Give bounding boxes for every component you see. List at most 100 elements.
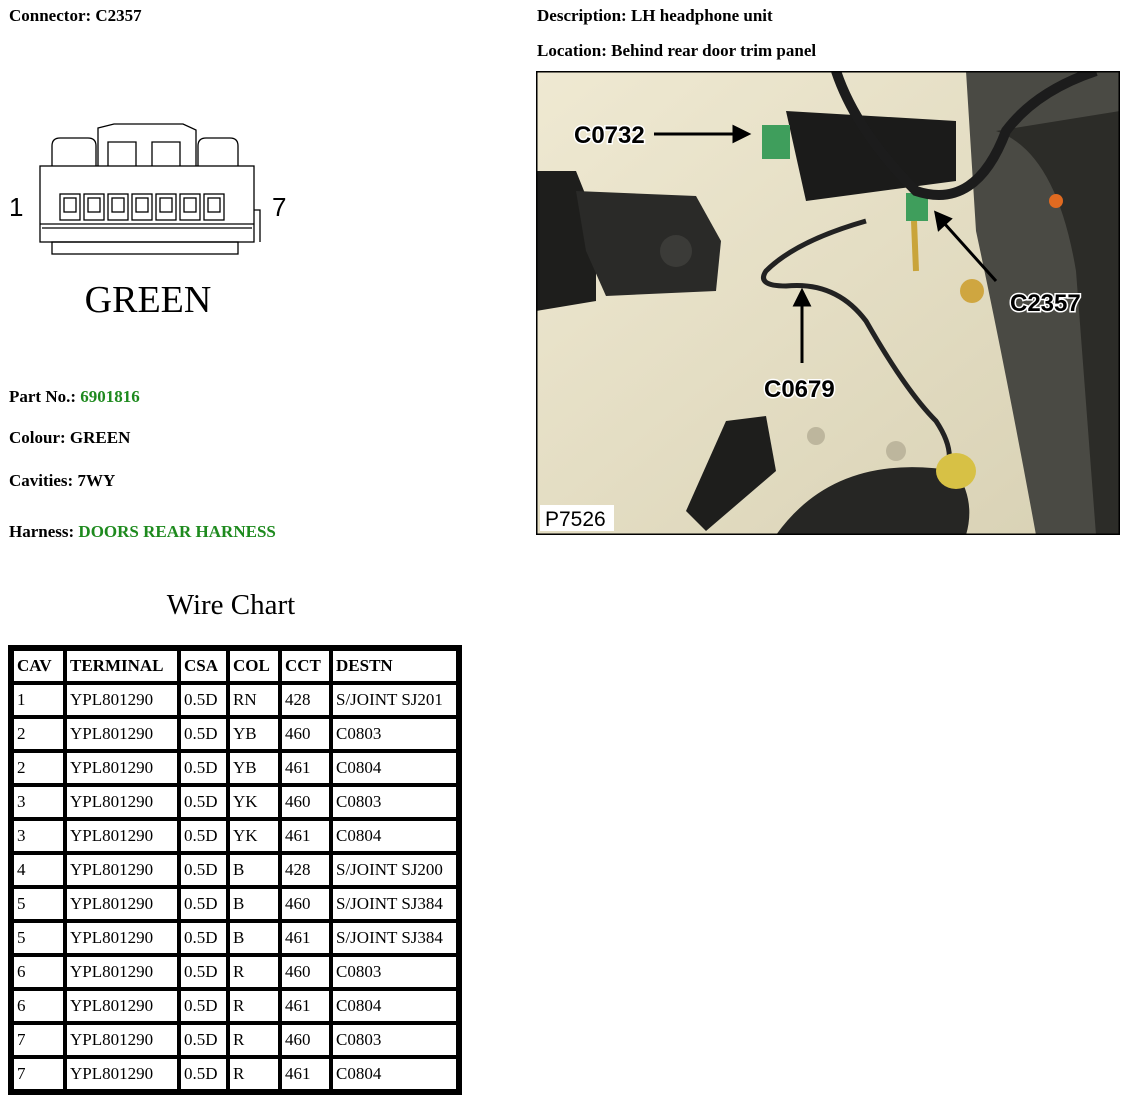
location-field: Location: Behind rear door trim panel [537,41,816,61]
cell-terminal: YPL801290 [65,1023,179,1057]
cell-terminal: YPL801290 [65,989,179,1023]
cell-cav: 3 [12,785,65,819]
cell-csa: 0.5D [179,1057,228,1091]
description-value: LH headphone unit [630,6,773,25]
colour-label: Colour: [9,428,66,447]
part-no-value: 6901816 [80,387,140,406]
cell-destn: C0804 [331,989,458,1023]
cell-csa: 0.5D [179,751,228,785]
cell-destn: C0803 [331,785,458,819]
cell-destn: C0804 [331,751,458,785]
harness-value: DOORS REAR HARNESS [78,522,276,541]
cell-cav: 2 [12,751,65,785]
cell-cct: 461 [280,989,331,1023]
col-header-csa: CSA [179,649,228,683]
cell-terminal: YPL801290 [65,717,179,751]
cell-col: R [228,955,280,989]
cell-destn: C0804 [331,1057,458,1091]
cell-col: B [228,853,280,887]
cell-cav: 3 [12,819,65,853]
cell-col: R [228,1057,280,1091]
cell-terminal: YPL801290 [65,751,179,785]
cavities-label: Cavities: [9,471,74,490]
connector-location-photo: C0732 C2357 C0679 P7526 [536,71,1120,535]
wire-chart-title: Wire Chart [166,589,296,621]
cell-cct: 428 [280,853,331,887]
cell-col: RN [228,683,280,717]
col-header-col: COL [228,649,280,683]
photo-id-label: P7526 [545,508,606,531]
connector-label: Connector: [9,6,92,25]
cell-col: R [228,1023,280,1057]
orange-clip-icon [1049,194,1063,208]
cavities-value: 7WY [77,471,116,490]
cell-destn: C0803 [331,1023,458,1057]
cell-cct: 461 [280,921,331,955]
cell-cct: 460 [280,887,331,921]
cell-terminal: YPL801290 [65,683,179,717]
cell-col: YK [228,819,280,853]
cell-csa: 0.5D [179,887,228,921]
cell-destn: C0803 [331,717,458,751]
cell-csa: 0.5D [179,717,228,751]
cell-cav: 6 [12,989,65,1023]
cell-csa: 0.5D [179,819,228,853]
cell-col: YK [228,785,280,819]
cell-csa: 0.5D [179,1023,228,1057]
location-value: Behind rear door trim panel [611,41,817,60]
cell-cct: 461 [280,1057,331,1091]
cell-cav: 5 [12,887,65,921]
cell-terminal: YPL801290 [65,819,179,853]
cell-col: R [228,989,280,1023]
cell-cct: 460 [280,1023,331,1057]
col-header-cav: CAV [12,649,65,683]
cell-terminal: YPL801290 [65,887,179,921]
colour-field: Colour: GREEN [9,428,130,448]
cell-csa: 0.5D [179,853,228,887]
colour-value: GREEN [69,428,131,447]
cell-csa: 0.5D [179,921,228,955]
cell-cct: 461 [280,819,331,853]
cell-cct: 461 [280,751,331,785]
cell-csa: 0.5D [179,785,228,819]
connector-field: Connector: C2357 [9,6,142,26]
description-field: Description: LH headphone unit [537,6,773,26]
cell-col: YB [228,751,280,785]
cell-cct: 460 [280,717,331,751]
cell-cct: 428 [280,683,331,717]
cell-terminal: YPL801290 [65,921,179,955]
cell-terminal: YPL801290 [65,955,179,989]
cell-cav: 5 [12,921,65,955]
cell-destn: S/JOINT SJ201 [331,683,458,717]
pin-1-label: 1 [9,192,23,222]
cell-col: B [228,921,280,955]
harness-label: Harness: [9,522,75,541]
cell-cav: 7 [12,1057,65,1091]
cell-destn: S/JOINT SJ384 [331,887,458,921]
cell-csa: 0.5D [179,989,228,1023]
col-header-destn: DESTN [331,649,458,683]
part-no-label: Part No.: [9,387,77,406]
part-no-field: Part No.: 6901816 [9,387,140,407]
cell-destn: C0804 [331,819,458,853]
cell-terminal: YPL801290 [65,853,179,887]
callout-c2357: C2357 [1010,290,1081,317]
cavities-field: Cavities: 7WY [9,471,115,491]
connector-face-diagram: 1 7 GREEN [9,123,286,321]
cell-col: YB [228,717,280,751]
connector-c2357-icon [906,193,928,221]
cell-col: B [228,887,280,921]
connector-colour-text: GREEN [85,279,212,321]
connector-c0732-icon [762,125,790,159]
